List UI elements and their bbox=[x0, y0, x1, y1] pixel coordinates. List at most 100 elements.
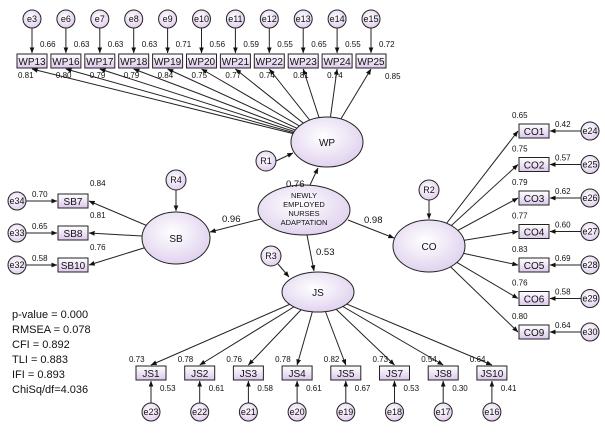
fit-statistics: p-value = 0.000 RMSEA = 0.078 CFI = 0.89… bbox=[12, 309, 91, 396]
indicator-js5[interactable]: JS5 bbox=[330, 365, 362, 381]
latent-js[interactable]: JS bbox=[281, 271, 355, 313]
fit-rmsea: RMSEA = 0.078 bbox=[12, 324, 91, 336]
indicator-box-js8 bbox=[427, 365, 459, 381]
latent-sb[interactable]: SB bbox=[141, 211, 211, 265]
error-e29[interactable]: e29 bbox=[580, 289, 600, 308]
error-label-e7: e7 bbox=[95, 14, 105, 24]
indicator-label-wp16: WP16 bbox=[52, 57, 80, 68]
indicator-wp25[interactable]: WP25 bbox=[355, 53, 387, 69]
indicator-wp16[interactable]: WP16 bbox=[50, 53, 82, 69]
error-e20[interactable]: e20 bbox=[287, 402, 307, 422]
error-circle-e14 bbox=[327, 9, 347, 29]
indicator-wp17[interactable]: WP17 bbox=[84, 53, 116, 69]
error-e14[interactable]: e14 bbox=[327, 9, 347, 29]
arrow-r1-to-wp bbox=[275, 152, 294, 162]
error-label-e25: e25 bbox=[582, 160, 597, 170]
indicator-co3[interactable]: CO3 bbox=[518, 190, 550, 206]
error-e27[interactable]: e27 bbox=[580, 222, 600, 241]
indicator-js1[interactable]: JS1 bbox=[135, 365, 167, 381]
error-label-e3: e3 bbox=[27, 14, 37, 24]
indicator-js3[interactable]: JS3 bbox=[232, 365, 264, 381]
indicator-co1[interactable]: CO1 bbox=[518, 123, 550, 139]
indicator-wp22[interactable]: WP22 bbox=[253, 53, 285, 69]
error-e6[interactable]: e6 bbox=[56, 9, 76, 29]
loading-js1: 0.73 bbox=[129, 355, 145, 364]
indicator-js10[interactable]: JS10 bbox=[476, 365, 508, 381]
indicator-box-wp17 bbox=[84, 53, 116, 69]
error-e8[interactable]: e8 bbox=[124, 9, 144, 29]
indicator-wp20[interactable]: WP20 bbox=[186, 53, 217, 69]
indicator-js4[interactable]: JS4 bbox=[281, 365, 313, 381]
error-e10[interactable]: e10 bbox=[192, 9, 211, 29]
error-e18[interactable]: e18 bbox=[385, 402, 404, 422]
indicator-wp18[interactable]: WP18 bbox=[118, 53, 150, 69]
error-e28[interactable]: e28 bbox=[580, 255, 600, 275]
indicator-co4[interactable]: CO4 bbox=[518, 224, 550, 239]
error-e7[interactable]: e7 bbox=[90, 9, 110, 29]
error-label-e6: e6 bbox=[61, 14, 71, 24]
error-e16[interactable]: e16 bbox=[482, 402, 502, 422]
indicator-co6[interactable]: CO6 bbox=[518, 291, 550, 306]
indicator-box-js2 bbox=[184, 365, 216, 381]
indicator-js8[interactable]: JS8 bbox=[427, 365, 459, 381]
node-layer: WP13e30.660.81WP16e60.630.80WP17e70.630.… bbox=[7, 9, 600, 422]
indicator-sb8[interactable]: SB8 bbox=[57, 225, 89, 241]
indicator-js7[interactable]: JS7 bbox=[379, 365, 410, 381]
indicator-wp23[interactable]: WP23 bbox=[287, 53, 319, 69]
error-e13[interactable]: e13 bbox=[293, 9, 313, 29]
latent-co[interactable]: CO bbox=[392, 219, 466, 273]
error-e11[interactable]: e11 bbox=[225, 9, 245, 29]
indicator-label-wp20: WP20 bbox=[188, 57, 216, 68]
indicator-sb10[interactable]: SB10 bbox=[57, 257, 89, 273]
indicator-wp19[interactable]: WP19 bbox=[152, 53, 184, 69]
error-e9[interactable]: e9 bbox=[158, 9, 178, 29]
indicator-co2[interactable]: CO2 bbox=[518, 157, 550, 172]
error-label-e12: e12 bbox=[262, 14, 277, 24]
indicator-co9[interactable]: CO9 bbox=[518, 324, 550, 340]
central-line-1: NEWLY bbox=[291, 191, 317, 200]
loading-co1: 0.65 bbox=[512, 111, 528, 120]
indicator-sb7[interactable]: SB7 bbox=[57, 193, 89, 209]
residual-r3[interactable]: R3 bbox=[260, 245, 282, 267]
latent-wp[interactable]: WP bbox=[290, 116, 364, 168]
error-e25[interactable]: e25 bbox=[580, 155, 600, 174]
indicator-wp24[interactable]: WP24 bbox=[321, 53, 353, 69]
error-e19[interactable]: e19 bbox=[336, 402, 356, 422]
error-e3[interactable]: e3 bbox=[22, 9, 42, 29]
error-e33[interactable]: e33 bbox=[7, 223, 27, 243]
residual-r4[interactable]: R4 bbox=[165, 169, 187, 191]
error-e23[interactable]: e23 bbox=[141, 402, 161, 422]
r2-co1: 0.42 bbox=[555, 120, 571, 129]
indicator-js2[interactable]: JS2 bbox=[184, 365, 216, 381]
error-e32[interactable]: e32 bbox=[7, 255, 27, 275]
residual-r1[interactable]: R1 bbox=[255, 150, 277, 172]
r2-wp17: 0.63 bbox=[108, 40, 124, 49]
arrow-adaptation-to-wp bbox=[309, 167, 319, 186]
error-circle-e22 bbox=[190, 402, 210, 422]
r2-js7: 0.53 bbox=[404, 384, 420, 393]
error-e17[interactable]: e17 bbox=[433, 402, 453, 422]
indicator-co5[interactable]: CO5 bbox=[518, 257, 550, 273]
indicator-box-co2 bbox=[518, 157, 550, 172]
error-e22[interactable]: e22 bbox=[190, 402, 210, 422]
error-circle-e29 bbox=[580, 289, 600, 308]
latent-newly-employed-nurses-adaptation[interactable]: NEWLY EMPLOYED NURSES ADAPTATION bbox=[257, 184, 351, 236]
error-e24[interactable]: e24 bbox=[580, 121, 600, 141]
error-e15[interactable]: e15 bbox=[361, 9, 381, 29]
error-e34[interactable]: e34 bbox=[7, 191, 27, 211]
error-e21[interactable]: e21 bbox=[238, 402, 258, 422]
indicator-wp21[interactable]: WP21 bbox=[219, 53, 251, 69]
error-label-e19: e19 bbox=[338, 407, 353, 417]
indicator-label-js2: JS2 bbox=[191, 369, 209, 380]
error-e30[interactable]: e30 bbox=[580, 322, 600, 342]
residual-r2[interactable]: R2 bbox=[418, 179, 440, 201]
indicator-box-js7 bbox=[379, 365, 410, 381]
error-e12[interactable]: e12 bbox=[259, 9, 279, 29]
r2-wp19: 0.71 bbox=[176, 40, 192, 49]
error-circle-e11 bbox=[225, 9, 245, 29]
error-e26[interactable]: e26 bbox=[580, 188, 600, 208]
indicator-box-sb7 bbox=[57, 193, 89, 209]
indicator-label-wp22: WP22 bbox=[256, 57, 284, 68]
indicator-wp13[interactable]: WP13 bbox=[16, 53, 48, 69]
indicator-box-wp20 bbox=[186, 53, 217, 69]
